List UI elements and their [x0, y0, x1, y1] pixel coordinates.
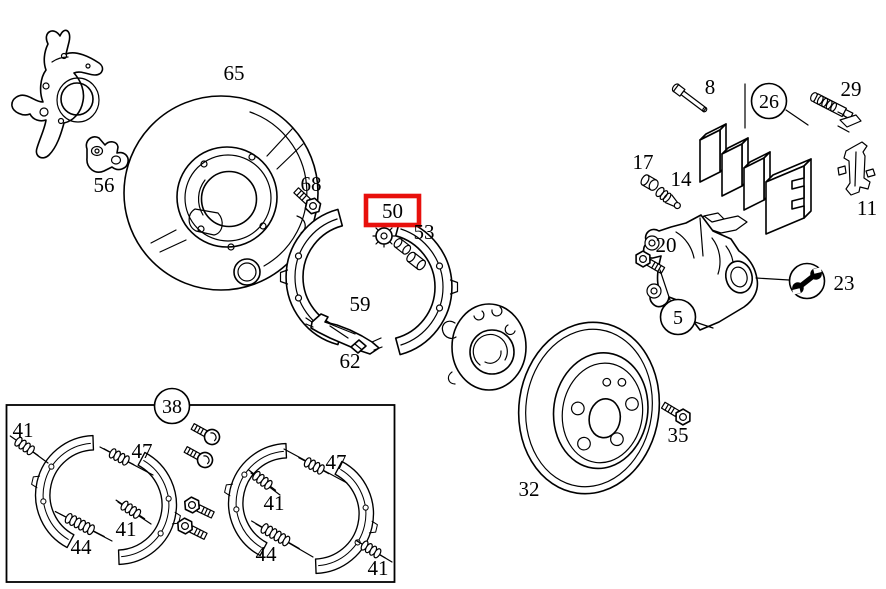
bleeder-14-drawing — [655, 186, 681, 210]
plug-62-drawing — [350, 339, 367, 354]
leader-line-23 — [755, 277, 790, 281]
wrench-icon — [792, 267, 822, 295]
highlight-rect[interactable] — [363, 193, 422, 228]
caliper-drawing — [642, 214, 759, 331]
callout-32[interactable]: 32 — [519, 477, 540, 501]
callout-68[interactable]: 68 — [301, 172, 322, 196]
callout-56[interactable]: 56 — [94, 173, 115, 197]
shoe-kit-box — [5, 404, 396, 583]
callout-41-2[interactable]: 41 — [116, 517, 137, 541]
callout-41-4[interactable]: 41 — [368, 556, 389, 580]
kit-left-set — [6, 423, 194, 577]
brake-pads-drawing — [699, 123, 812, 235]
clip-11-drawing — [837, 141, 876, 196]
brake-disc-drawing — [517, 321, 661, 495]
callout-circle-26[interactable]: 26 — [750, 82, 788, 120]
callout-38[interactable]: 38 — [162, 396, 182, 418]
callout-29[interactable]: 29 — [841, 77, 862, 101]
cap-17-drawing — [640, 174, 659, 191]
pin-29-drawing — [810, 92, 862, 133]
adjuster-parts-drawing — [372, 224, 427, 271]
callout-50[interactable]: 50 — [382, 199, 403, 223]
callout-62[interactable]: 62 — [340, 349, 361, 373]
callout-circle-5[interactable]: 5 — [659, 298, 697, 336]
callout-41-1[interactable]: 41 — [13, 418, 34, 442]
leader-lines-5 — [659, 269, 714, 329]
callout-14[interactable]: 14 — [671, 167, 693, 191]
guide-pin-8-drawing — [671, 83, 708, 113]
callout-23[interactable]: 23 — [834, 271, 855, 295]
wheel-carrier-drawing — [11, 29, 104, 159]
tool-circle-23[interactable] — [788, 262, 826, 300]
callout-11[interactable]: 11 — [857, 196, 877, 220]
callout-17[interactable]: 17 — [633, 150, 654, 174]
callout-20[interactable]: 20 — [656, 233, 677, 257]
callout-59[interactable]: 59 — [350, 292, 371, 316]
carrier-bracket-drawing — [85, 136, 129, 173]
callout-26[interactable]: 26 — [759, 91, 779, 113]
callout-35[interactable]: 35 — [668, 423, 689, 447]
highlight-box[interactable]: 50 — [363, 193, 422, 228]
callout-5[interactable]: 5 — [673, 307, 683, 329]
callout-circle-38[interactable]: 38 — [153, 387, 191, 425]
callout-53[interactable]: 53 — [414, 220, 435, 244]
backing-plate-drawing — [123, 95, 319, 291]
hub-drawing — [441, 303, 527, 391]
callout-44-2[interactable]: 44 — [256, 542, 278, 566]
callout-41-3[interactable]: 41 — [264, 491, 285, 515]
callout-8[interactable]: 8 — [705, 75, 716, 99]
leader-lines-26 — [744, 83, 809, 129]
callout-65[interactable]: 65 — [224, 61, 245, 85]
callout-44-1[interactable]: 44 — [71, 535, 93, 559]
kit-right-set — [211, 431, 393, 586]
callout-47-1[interactable]: 47 — [132, 439, 153, 463]
callout-47-2[interactable]: 47 — [326, 450, 347, 474]
